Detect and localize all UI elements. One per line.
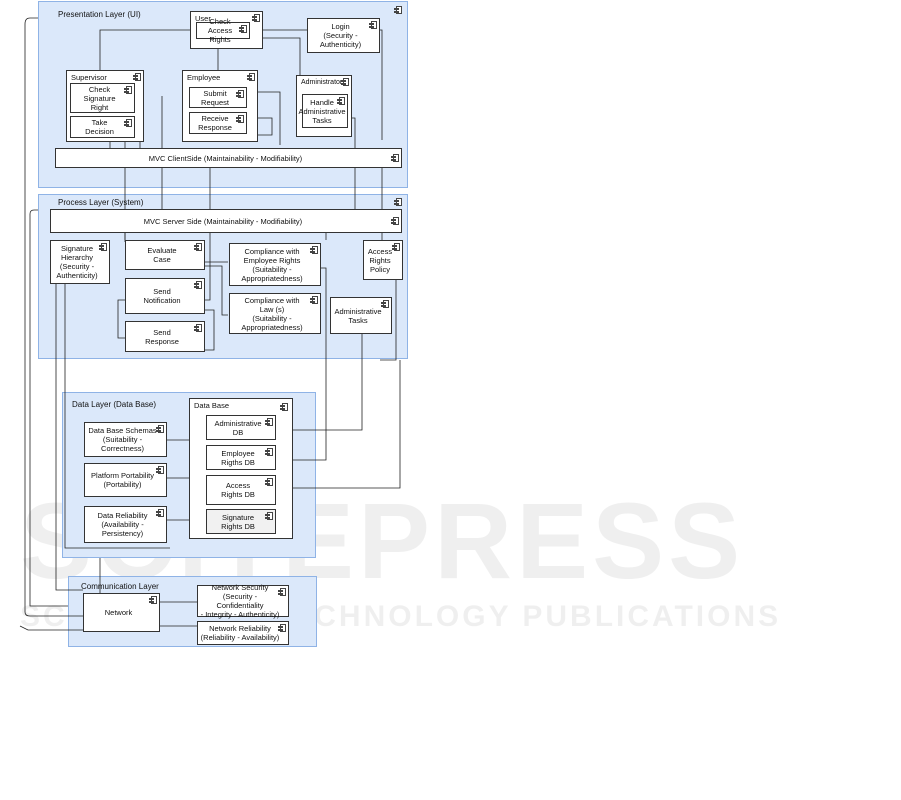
submit-request-label: Submit Request — [201, 88, 229, 107]
evaluate-case-box[interactable]: Evaluate Case — [125, 240, 205, 270]
receive-response-box[interactable]: Receive Response — [189, 112, 247, 134]
handle-administrative-tasks-label: Handle Administrative Tasks — [298, 97, 346, 125]
handle-administrative-tasks-box[interactable]: Handle Administrative Tasks — [298, 94, 348, 128]
take-decision-label: Take Decision — [85, 118, 114, 136]
component-icon — [392, 243, 400, 251]
take-decision-box[interactable]: Take Decision — [70, 116, 135, 138]
component-icon — [239, 25, 247, 33]
receive-response-label: Receive Response — [198, 114, 232, 132]
db-schemas-box[interactable]: Data Base Schemas (Suitability - Correct… — [84, 422, 167, 457]
access-rights-policy-label: Access Rights Policy — [367, 246, 393, 274]
signature-rights-db-label: Signature Rights DB — [221, 512, 255, 531]
component-icon — [133, 73, 141, 81]
component-icon — [252, 14, 260, 22]
network-security-label: Network Security (Security - Confidentia… — [200, 583, 280, 619]
component-icon — [236, 115, 244, 123]
db-schemas-label: Data Base Schemas (Suitability - Correct… — [88, 426, 157, 453]
employee-rights-db-label: Employee Rigths DB — [221, 448, 255, 467]
administrative-db-label: Administrative DB — [214, 418, 262, 437]
compliance-law-label: Compliance with Law (s) (Suitability - A… — [241, 295, 303, 332]
component-icon — [394, 6, 402, 14]
submit-request-box[interactable]: Submit Request — [189, 87, 247, 108]
check-signature-right-label: Check Signature Right — [83, 84, 116, 112]
employee-label: Employee — [187, 73, 221, 82]
access-rights-policy-box[interactable]: Access Rights Policy — [363, 240, 403, 280]
component-icon — [391, 217, 399, 225]
login-box[interactable]: Login (Security - Authenticity) — [307, 18, 380, 53]
component-icon — [194, 324, 202, 332]
network-reliability-label: Network Reliability (Reliability - Avail… — [200, 624, 280, 642]
send-notification-label: Send Notification — [143, 287, 181, 305]
component-icon — [99, 243, 107, 251]
network-security-box[interactable]: Network Security (Security - Confidentia… — [197, 583, 289, 619]
mvc-client-side-box[interactable]: MVC ClientSide (Maintainability - Modifi… — [55, 148, 402, 168]
data-reliability-label: Data Reliability (Availability - Persist… — [97, 511, 148, 538]
administrative-tasks-label: Administrative Tasks — [334, 306, 382, 325]
access-rights-db-box[interactable]: Access Rights DB — [206, 475, 276, 505]
platform-portability-label: Platform Portability (Portability) — [91, 471, 154, 489]
access-rights-db-label: Access Rights DB — [221, 481, 255, 499]
administrative-tasks-box[interactable]: Administrative Tasks — [330, 297, 392, 334]
employee-rights-db-box[interactable]: Employee Rigths DB — [206, 445, 276, 470]
component-icon — [156, 425, 164, 433]
component-icon — [156, 509, 164, 517]
user-label: User — [195, 14, 211, 23]
component-icon — [310, 296, 318, 304]
administrative-db-box[interactable]: Administrative DB — [206, 415, 276, 440]
component-icon — [381, 300, 389, 308]
send-notification-box[interactable]: Send Notification — [125, 278, 205, 314]
data-base-label: Data Base — [194, 401, 230, 410]
signature-hierarchy-label: Signature Hierarchy (Security - Authenti… — [56, 244, 98, 280]
component-icon — [310, 246, 318, 254]
component-icon — [280, 403, 288, 411]
compliance-employee-rights-label: Compliance with Employee Rights (Suitabi… — [241, 246, 303, 283]
evaluate-case-label: Evaluate Case — [147, 246, 177, 264]
check-signature-right-box[interactable]: Check Signature Right — [70, 83, 135, 113]
platform-portability-box[interactable]: Platform Portability (Portability) — [84, 463, 167, 497]
network-reliability-box[interactable]: Network Reliability (Reliability - Avail… — [197, 621, 289, 645]
component-icon — [124, 119, 132, 127]
data-reliability-box[interactable]: Data Reliability (Availability - Persist… — [84, 506, 167, 543]
signature-hierarchy-box[interactable]: Signature Hierarchy (Security - Authenti… — [50, 240, 110, 284]
component-icon — [337, 97, 345, 105]
component-icon — [265, 478, 273, 486]
mvc-client-side-label: MVC ClientSide (Maintainability - Modifi… — [148, 153, 303, 163]
component-icon — [265, 512, 273, 520]
component-icon — [124, 86, 132, 94]
component-icon — [394, 198, 402, 206]
component-icon — [194, 281, 202, 289]
administrator-label: Administrator — [301, 79, 343, 86]
data-layer-title: Data Layer (Data Base) — [72, 400, 157, 409]
component-icon — [278, 588, 286, 596]
process-layer-title: Process Layer (System) — [58, 198, 144, 207]
network-label: Network — [104, 608, 133, 617]
compliance-law-box[interactable]: Compliance with Law (s) (Suitability - A… — [229, 293, 321, 334]
communication-layer-title: Communication Layer — [81, 582, 159, 591]
component-icon — [265, 448, 273, 456]
login-label: Login (Security - Authenticity) — [319, 22, 362, 49]
component-icon — [369, 21, 377, 29]
component-icon — [156, 466, 164, 474]
check-access-rights-label: Check Access Rights — [207, 17, 233, 44]
send-response-box[interactable]: Send Response — [125, 321, 205, 352]
component-icon — [391, 154, 399, 162]
check-access-rights-box[interactable]: Check Access Rights — [196, 17, 250, 44]
send-response-label: Send Response — [145, 327, 179, 346]
supervisor-label: Supervisor — [71, 73, 107, 82]
network-box[interactable]: Network — [83, 593, 160, 632]
mvc-server-side-box[interactable]: MVC Server Side (Maintainability - Modif… — [50, 209, 402, 233]
component-icon — [265, 418, 273, 426]
component-icon — [149, 596, 157, 604]
compliance-employee-rights-box[interactable]: Compliance with Employee Rights (Suitabi… — [229, 243, 321, 286]
mvc-server-side-label: MVC Server Side (Maintainability - Modif… — [143, 216, 303, 226]
presentation-layer-title: Presentation Layer (UI) — [58, 10, 141, 19]
component-icon — [194, 243, 202, 251]
component-icon — [341, 78, 349, 86]
component-icon — [247, 73, 255, 81]
component-icon — [236, 90, 244, 98]
signature-rights-db-box[interactable]: Signature Rights DB — [206, 509, 276, 534]
component-icon — [278, 624, 286, 632]
